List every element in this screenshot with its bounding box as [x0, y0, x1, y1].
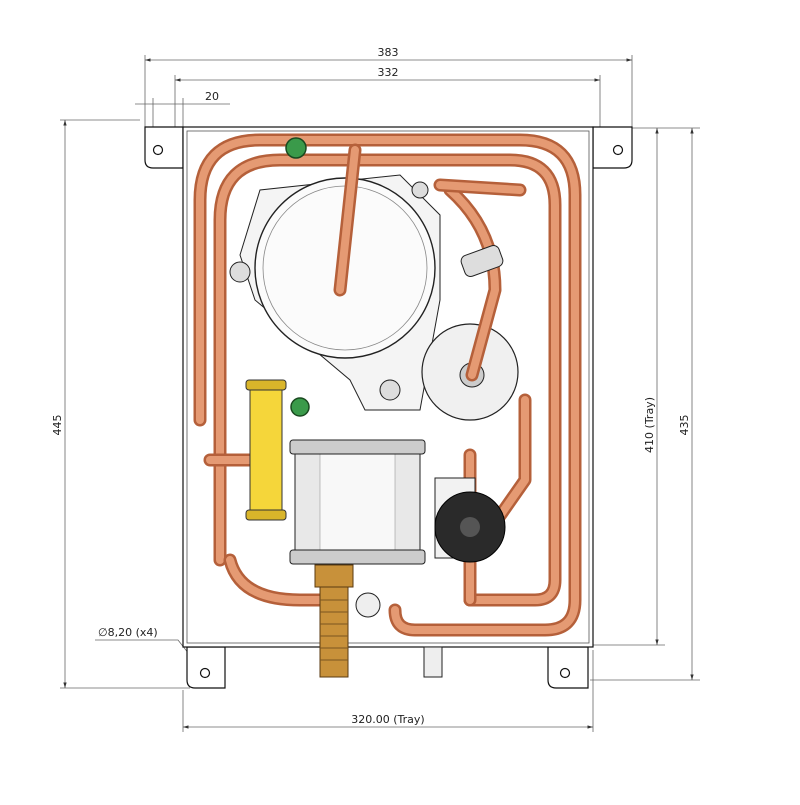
service-valve-icon	[290, 397, 310, 417]
copper-piping	[193, 133, 582, 637]
extension-lines	[60, 55, 700, 732]
fan-motor	[434, 477, 506, 563]
mounting-tabs	[144, 126, 633, 689]
brass-drain-fitting	[314, 564, 443, 678]
mounting-hole-bottom-left	[199, 667, 211, 679]
mounting-hole-top-right	[612, 144, 624, 156]
dim-overall-width: 383	[378, 46, 399, 59]
dim-tray-height: 410 (Tray)	[643, 397, 656, 453]
dimension-lines	[63, 58, 694, 729]
receiver-cylinder	[289, 439, 426, 565]
filter-drier	[245, 379, 287, 521]
dim-overall-height: 445	[51, 415, 64, 436]
dim-hole-diameter: ∅8,20 (x4)	[98, 626, 158, 639]
dim-tab-offset: 20	[205, 90, 219, 103]
dim-hole-spacing-width: 332	[378, 66, 399, 79]
mounting-hole-top-left	[152, 144, 164, 156]
dim-tray-width: 320.00 (Tray)	[351, 713, 424, 726]
dim-hole-spacing-height: 435	[678, 415, 691, 436]
pipe-clamp	[460, 245, 504, 277]
service-valve-icon	[285, 137, 307, 159]
mounting-hole-bottom-right	[559, 667, 571, 679]
